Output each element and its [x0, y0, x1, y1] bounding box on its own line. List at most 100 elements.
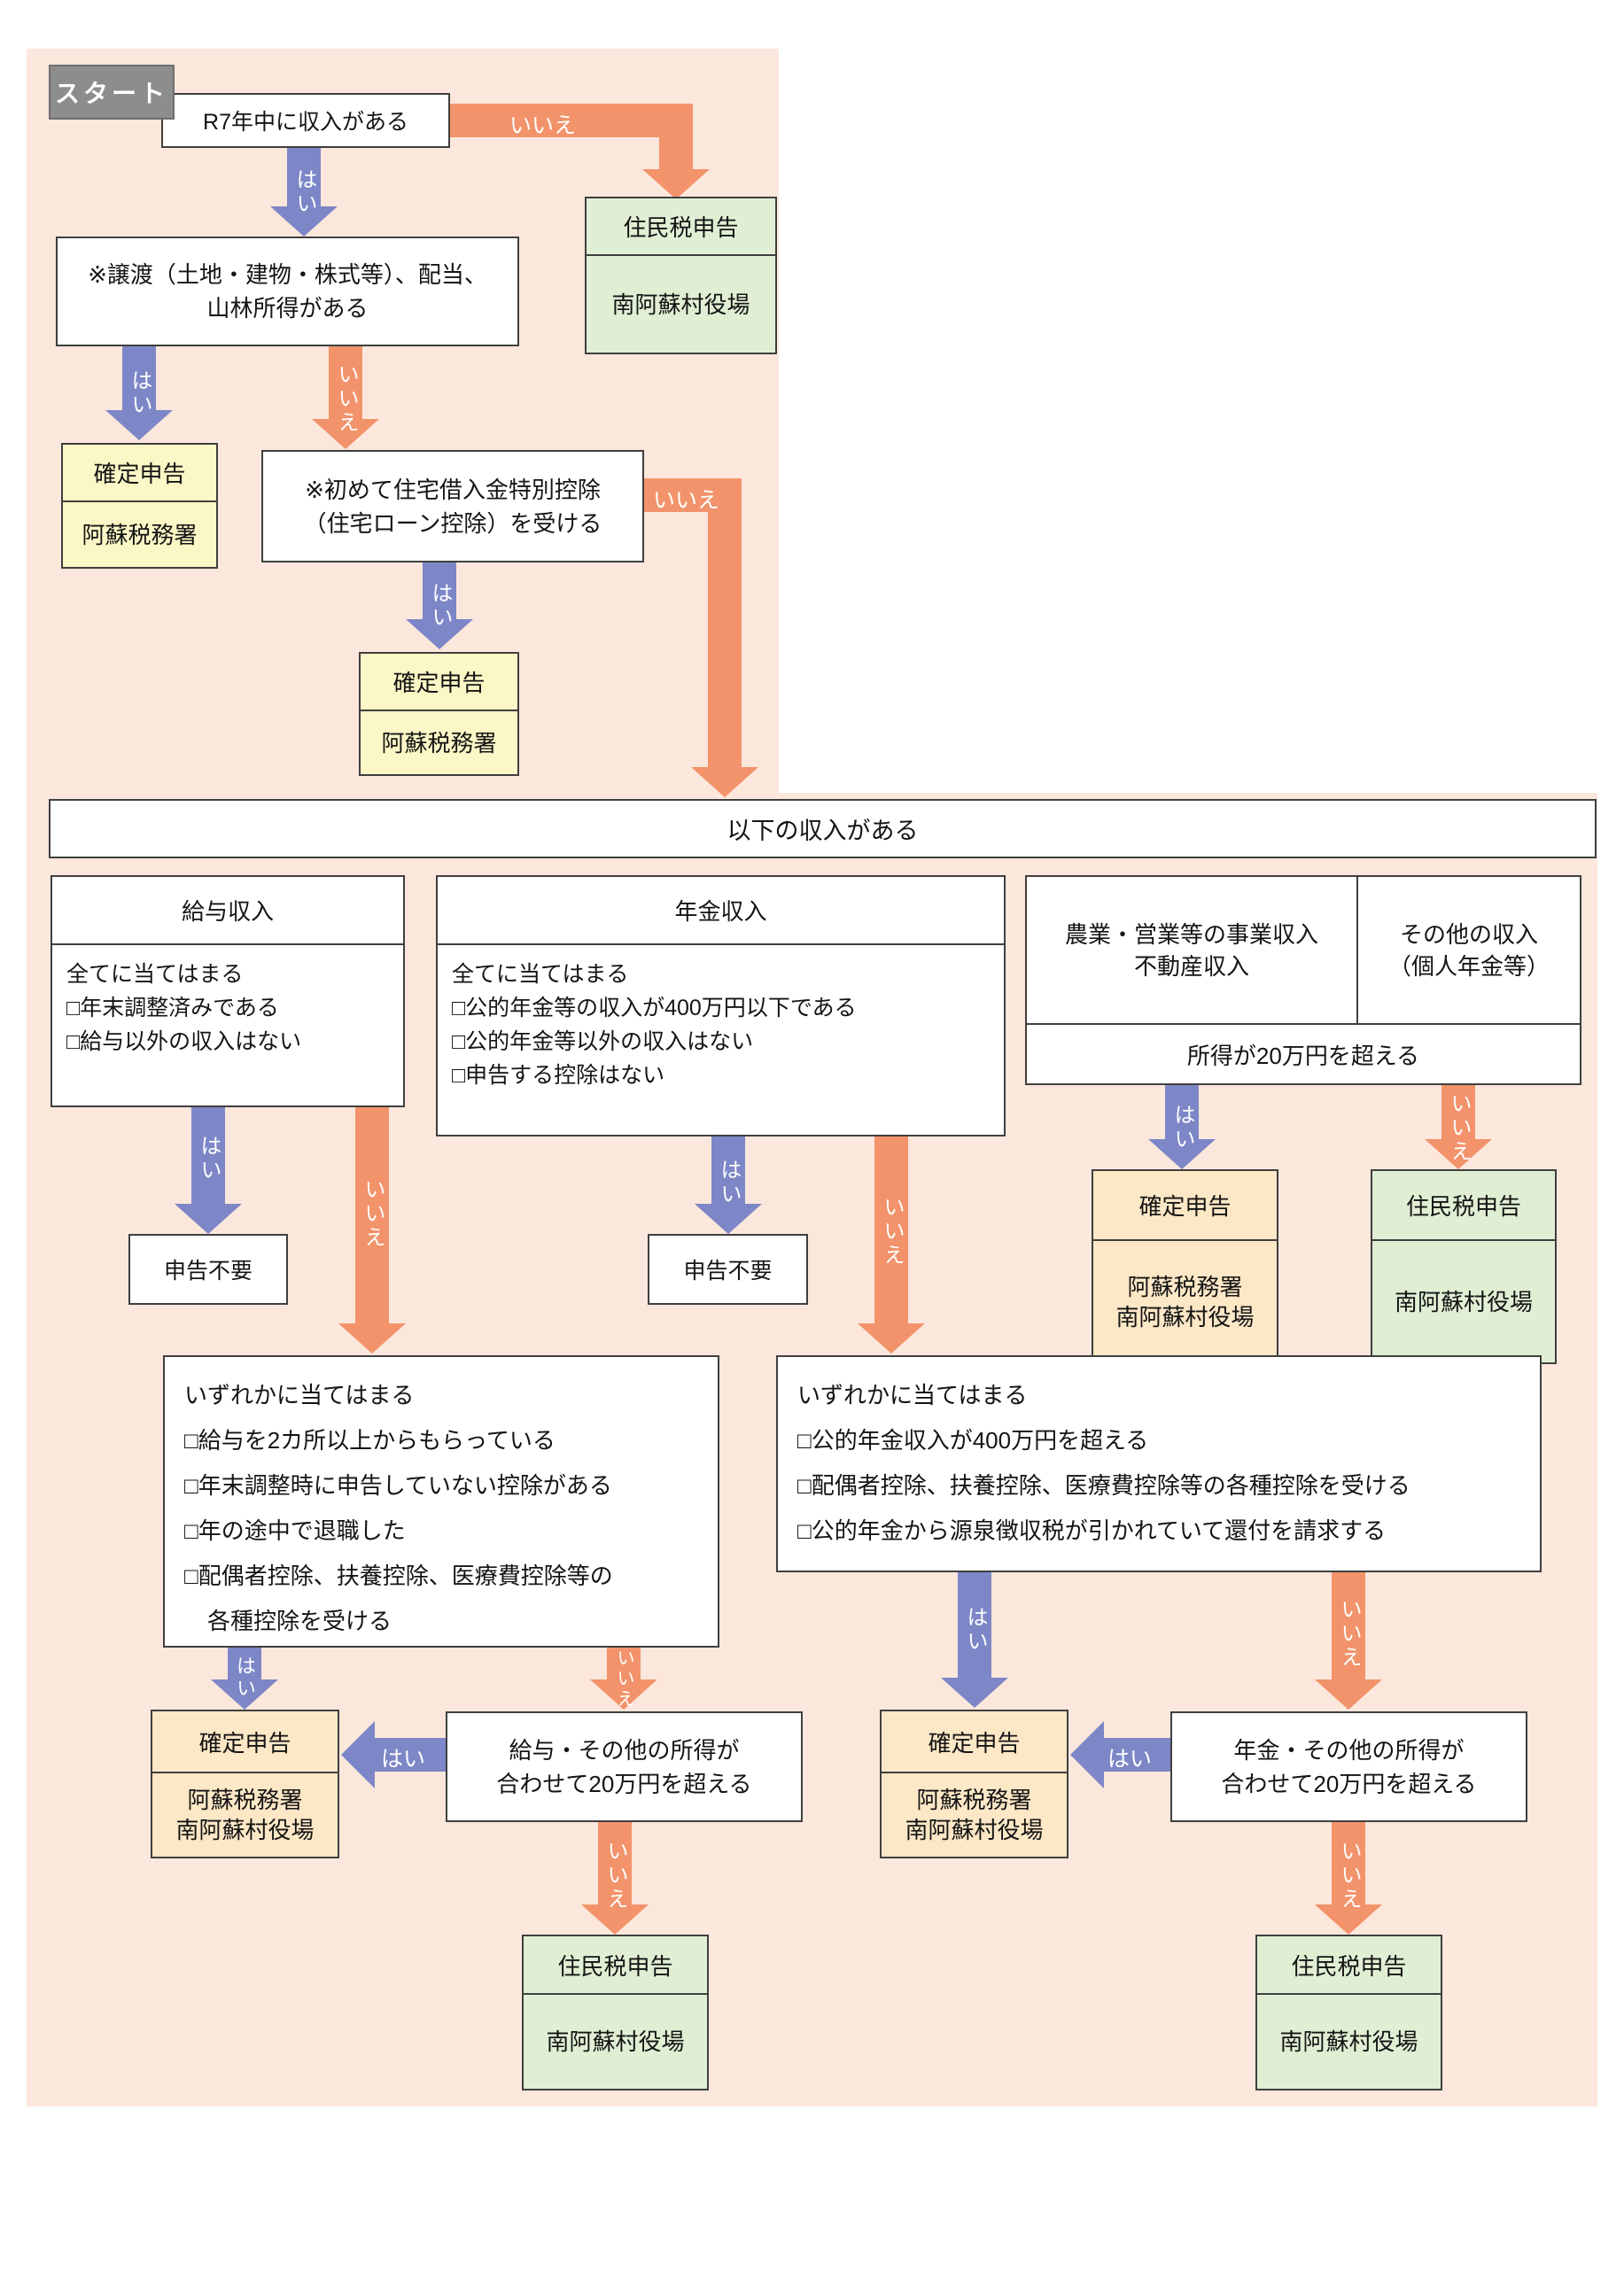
arrow-yes-income-label: はい: [292, 168, 316, 216]
q-housing-line1: ※初めて住宅借入金特別控除: [305, 476, 601, 503]
arrow-no-housing-head: [691, 767, 758, 797]
cond-pension-line: いずれかに当てはまる: [797, 1382, 1028, 1408]
pension-check-line: □公的年金等の収入が400万円以下である: [452, 996, 857, 1020]
q-income-label: R7年中に収入がある: [203, 110, 408, 135]
result-org: 南阿蘇村役場: [1279, 2028, 1418, 2055]
arrow-no-business-head: [1425, 1139, 1492, 1169]
pension-check-line: □公的年金等以外の収入はない: [452, 1029, 754, 1054]
arrow-no-pension20-label: いいえ: [1337, 1839, 1361, 1912]
result-title: 確定申告: [1093, 1171, 1277, 1241]
no-filing-label: 申告不要: [683, 1259, 773, 1284]
result-title: 確定申告: [63, 445, 216, 502]
result-resident-tax-other: 住民税申告 南阿蘇村役場: [1371, 1169, 1557, 1364]
arrow-yes-income-head: [270, 206, 338, 237]
column-pension: 年金収入 全てに当てはまる □公的年金等の収入が400万円以下である □公的年金…: [436, 875, 1006, 1136]
arrow-yes-transfer-label: はい: [128, 368, 152, 417]
cond-pension-line: □配偶者控除、扶養控除、医療費控除等の各種控除を受ける: [797, 1472, 1410, 1499]
q-transfer-line2: 山林所得がある: [206, 295, 369, 322]
salary-check-line: 全てに当てはまる: [66, 962, 244, 987]
arrow-no-transfer-bar: [329, 346, 362, 421]
arrow-no-transfer-label: いいえ: [334, 362, 358, 435]
arrow-yes-cond-pension-bar: [958, 1572, 991, 1679]
arrow-yes-cond-pension-head: [941, 1678, 1008, 1708]
result-resident-tax-salary: 住民税申告 南阿蘇村役場: [522, 1935, 709, 2090]
arrow-no-salary-bar: [355, 1107, 389, 1325]
arrow-no-housing-vbar: [708, 478, 742, 769]
result-org: 南阿蘇村役場: [546, 2028, 685, 2055]
arrow-no-income-label: いいえ: [509, 113, 577, 138]
result-title: 確定申告: [882, 1711, 1067, 1773]
column-other-header: その他の収入 （個人年金等）: [1387, 920, 1550, 980]
q-income-box: R7年中に収入がある: [161, 93, 450, 148]
arrow-yes-salary-label: はい: [197, 1135, 221, 1183]
arrow-yes-housing-bar: [423, 562, 456, 621]
arrow-yes-business-head: [1148, 1139, 1216, 1169]
q-pension-over200k-box: 年金・その他の所得が 合わせて20万円を超える: [1170, 1711, 1527, 1822]
result-no-filing-salary: 申告不要: [128, 1234, 288, 1305]
arrow-yes-pension20-label: はい: [1107, 1747, 1153, 1772]
cond-salary-line: □年の途中で退職した: [184, 1517, 406, 1544]
arrow-yes-housing-label: はい: [428, 582, 452, 630]
cond-salary-line: いずれかに当てはまる: [184, 1382, 415, 1408]
arrow-yes-salary20-bar: [373, 1738, 446, 1772]
result-final-return-pension: 確定申告 阿蘇税務署 南阿蘇村役場: [880, 1710, 1068, 1858]
q-housing-box: ※初めて住宅借入金特別控除 （住宅ローン控除）を受ける: [261, 450, 644, 562]
arrow-no-business-bar: [1441, 1085, 1475, 1141]
arrow-no-cond-salary-head: [590, 1679, 657, 1710]
q-transfer-line1: ※譲渡（土地・建物・株式等）、配当、: [88, 261, 487, 288]
arrow-no-salary20-label: いいえ: [603, 1839, 627, 1912]
arrow-yes-transfer-head: [105, 410, 173, 440]
arrow-yes-pension20-head: [1070, 1721, 1104, 1788]
arrow-yes-business-bar: [1165, 1085, 1199, 1141]
start-label: スタート: [54, 80, 168, 107]
q-pension20-line1: 年金・その他の所得が: [1233, 1736, 1465, 1764]
q-salary20-line2: 合わせて20万円を超える: [496, 1770, 752, 1797]
q-over200k-row: 所得が20万円を超える: [1186, 1042, 1420, 1069]
arrow-yes-pension-label: はい: [717, 1159, 741, 1206]
result-org: 南阿蘇村役場: [1394, 1288, 1533, 1315]
arrow-yes-income-bar: [287, 148, 321, 208]
q-transfer-box: ※譲渡（土地・建物・株式等）、配当、 山林所得がある: [56, 237, 519, 346]
arrow-no-pension20-head: [1315, 1904, 1382, 1935]
arrow-yes-housing-head: [406, 619, 473, 649]
q-salary20-line1: 給与・その他の所得が: [509, 1736, 740, 1764]
result-org: 阿蘇税務署 南阿蘇村役場: [175, 1787, 315, 1843]
arrow-yes-cond-salary-head: [211, 1679, 278, 1710]
q-pension20-line2: 合わせて20万円を超える: [1221, 1770, 1477, 1797]
arrow-yes-pension-bar: [711, 1136, 745, 1206]
cond-salary-line: □給与を2カ所以上からもらっている: [184, 1427, 556, 1454]
arrow-no-income-hbar: [450, 104, 693, 137]
result-no-filing-pension: 申告不要: [648, 1234, 808, 1305]
arrow-no-salary20-head: [581, 1904, 649, 1935]
result-title: 確定申告: [361, 654, 517, 711]
result-org: 阿蘇税務署 南阿蘇村役場: [1115, 1273, 1255, 1330]
column-salary: 給与収入 全てに当てはまる □年末調整済みである □給与以外の収入はない: [51, 875, 405, 1107]
salary-check-line: □給与以外の収入はない: [66, 1029, 302, 1054]
arrow-no-salary-head: [338, 1323, 406, 1354]
arrow-yes-business-label: はい: [1170, 1103, 1194, 1152]
cond-pension-line: □公的年金から源泉徴収税が引かれていて還付を請求する: [797, 1517, 1387, 1544]
arrow-no-pension20-bar: [1332, 1822, 1365, 1906]
arrow-yes-cond-salary-label: はい: [234, 1656, 256, 1700]
result-title: 住民税申告: [524, 1936, 707, 1995]
pension-check-line: □申告する控除はない: [452, 1063, 665, 1088]
cond-pension-box: いずれかに当てはまる □公的年金収入が400万円を超える □配偶者控除、扶養控除…: [776, 1355, 1542, 1572]
pension-check-line: 全てに当てはまる: [452, 962, 629, 987]
result-final-return-salary: 確定申告 阿蘇税務署 南阿蘇村役場: [151, 1710, 339, 1858]
arrow-yes-salary20-label: はい: [381, 1747, 426, 1772]
no-filing-label: 申告不要: [163, 1259, 253, 1284]
banner-label: 以下の収入がある: [727, 818, 919, 844]
arrow-no-housing-label: いいえ: [653, 488, 720, 513]
result-title: 住民税申告: [1372, 1171, 1555, 1241]
cond-salary-line: 各種控除を受ける: [184, 1608, 392, 1634]
result-org: 阿蘇税務署 南阿蘇村役場: [905, 1787, 1044, 1843]
arrow-no-income-vbar: [659, 104, 693, 171]
arrow-no-cond-pension-bar: [1332, 1572, 1365, 1681]
cond-salary-line: □年末調整時に申告していない控除がある: [184, 1472, 612, 1499]
arrow-no-cond-pension-label: いいえ: [1337, 1597, 1361, 1670]
start-badge: スタート: [49, 65, 175, 120]
arrow-yes-pension20-bar: [1102, 1738, 1170, 1772]
arrow-yes-cond-pension-label: はい: [963, 1606, 987, 1654]
q-housing-line2: （住宅ローン控除）を受ける: [303, 509, 602, 537]
